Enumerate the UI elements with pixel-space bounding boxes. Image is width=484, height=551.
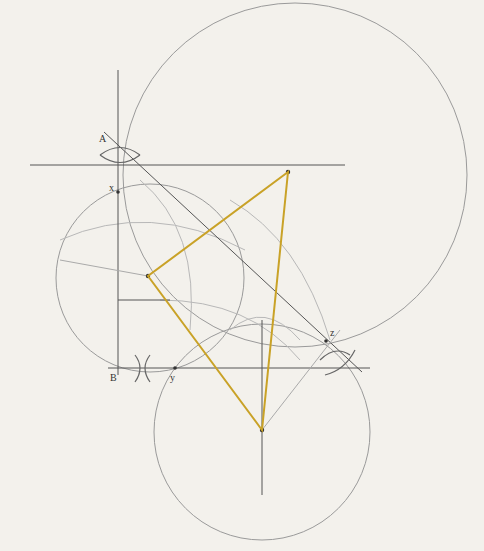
horizontal-line	[108, 368, 370, 369]
point-label: B	[109, 373, 118, 383]
large-circle	[123, 3, 467, 347]
point-label: A	[98, 134, 107, 144]
horizontal-line	[30, 165, 345, 166]
point	[116, 190, 120, 194]
arc-marks	[100, 148, 140, 163]
vertical-line	[118, 70, 119, 375]
arc	[230, 200, 330, 340]
diagonal-line	[104, 132, 362, 372]
arc	[160, 300, 300, 360]
point-label: x	[108, 183, 115, 193]
point	[173, 366, 177, 370]
construction-line	[262, 330, 340, 430]
point-label: y	[169, 373, 176, 383]
point	[324, 339, 328, 343]
arc-marks	[320, 350, 355, 375]
arc	[60, 222, 245, 250]
yellow-triangle	[148, 172, 288, 430]
arc-marks	[135, 355, 150, 382]
arc	[140, 180, 191, 330]
vertical-line	[262, 320, 263, 495]
construction-line	[60, 260, 148, 276]
point-label: z	[329, 328, 335, 338]
short-line	[118, 300, 170, 301]
